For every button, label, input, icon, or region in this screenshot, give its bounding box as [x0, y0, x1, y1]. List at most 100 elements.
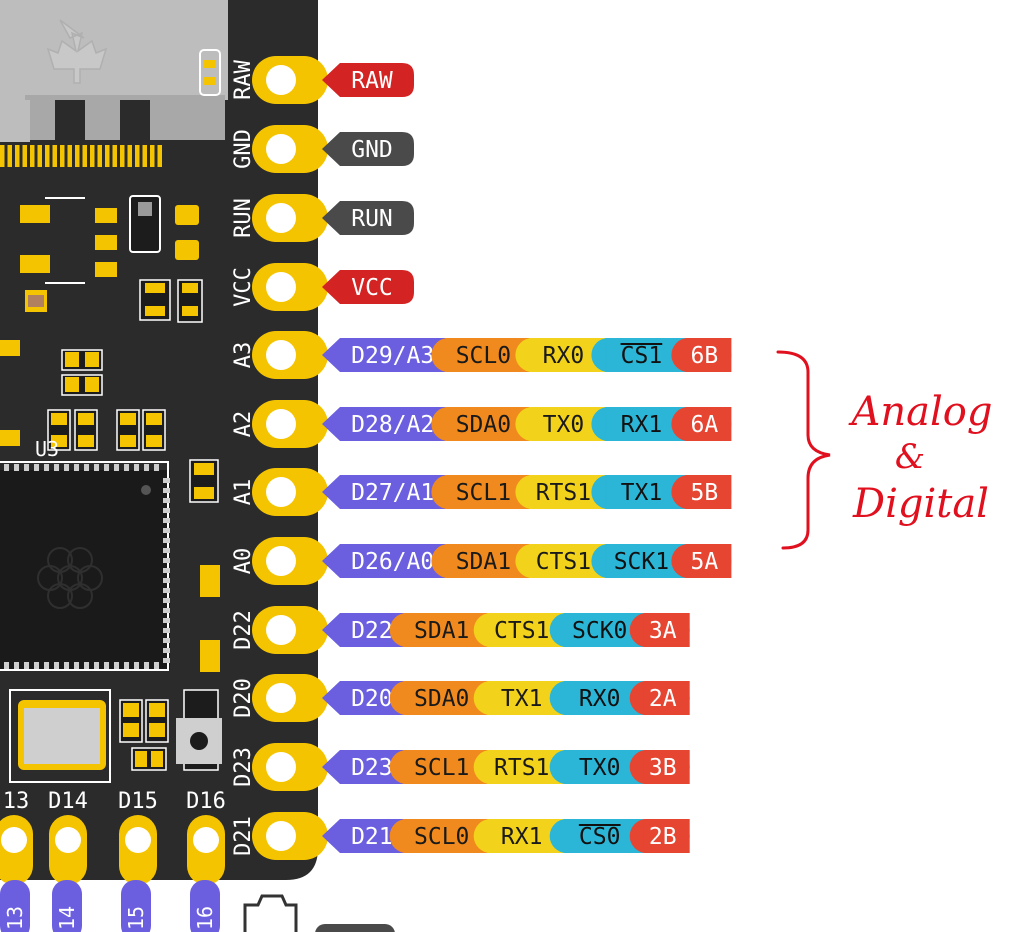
signal-i2c-segment: SCL0 [431, 338, 530, 372]
signal-digital-label: D27/A1 [351, 480, 434, 506]
signal-uart-segment: TX1 [473, 681, 564, 715]
signal-pwm-label: 3A [649, 618, 677, 644]
signal-pwm-label: 5A [691, 549, 719, 575]
side-pad [252, 743, 328, 791]
signal-spi-label: RX0 [579, 686, 621, 712]
signal-pwm-label: 6A [691, 412, 719, 438]
signal-uart-label: RTS1 [536, 480, 591, 506]
signal-i2c-label: SDA0 [456, 412, 511, 438]
side-pad [252, 400, 328, 448]
signal-uart-segment: RTS1 [515, 475, 606, 509]
signal-i2c-segment: SDA0 [431, 407, 530, 441]
signal-digital-label: D23 [351, 755, 393, 781]
signal-spi-label: RX1 [621, 412, 663, 438]
signal-spi-segment: TX0 [549, 750, 644, 784]
signal-pwm-label: 5B [691, 480, 719, 506]
signal-pwm-label: 3B [649, 755, 677, 781]
mcu-chip: U3 [0, 437, 170, 671]
signal-digital-label: D26/A0 [351, 549, 434, 575]
signal-i2c-label: SDA1 [414, 618, 469, 644]
signal-pwm-segment: 5A [671, 544, 732, 578]
bottom-pin-tag: 16 [193, 906, 217, 930]
side-pad [252, 606, 328, 654]
signal-i2c-segment: SCL0 [389, 819, 488, 853]
reset-button-icon [243, 894, 298, 932]
signal-spi-label: SCK0 [572, 618, 627, 644]
side-pin-label: A2 [231, 411, 256, 438]
signal-spi-segment: CS0 [549, 819, 644, 853]
bottom-gnd-tag [315, 924, 395, 932]
signal-pwm-label: 2B [649, 824, 677, 850]
signal-uart-label: RX0 [543, 343, 585, 369]
analog-digital-annotation: Analog & Digital [776, 350, 993, 550]
smd-components [0, 49, 222, 783]
signal-pwm-segment: 5B [671, 475, 732, 509]
signal-digital-segment: D23 [322, 750, 404, 784]
side-pin-label: A0 [231, 548, 256, 575]
side-pad [252, 812, 328, 860]
signal-digital-segment: D29/A3 [322, 338, 446, 372]
signal-i2c-segment: SDA1 [431, 544, 530, 578]
annotation-line-1: Analog [848, 389, 993, 435]
bottom-pin-tag: 14 [55, 906, 79, 930]
signal-pwm-segment: 3B [629, 750, 690, 784]
signal-uart-label: CTS1 [494, 618, 549, 644]
connector-teeth [0, 145, 162, 167]
power-pin-tag-label: GND [351, 137, 393, 163]
signal-i2c-label: SDA0 [414, 686, 469, 712]
side-pin-label: D21 [231, 816, 256, 856]
signal-i2c-label: SCL1 [456, 480, 511, 506]
signal-i2c-label: SCL1 [414, 755, 469, 781]
signal-spi-segment: SCK1 [591, 544, 686, 578]
bottom-pin-tag: 15 [124, 906, 148, 930]
signal-digital-label: D28/A2 [351, 412, 434, 438]
signal-i2c-label: SCL0 [456, 343, 511, 369]
signal-pwm-segment: 2B [629, 819, 690, 853]
side-pad [252, 194, 328, 242]
signal-uart-segment: CTS1 [515, 544, 606, 578]
side-pin-label: D23 [231, 747, 256, 787]
side-pin-label: A1 [231, 479, 256, 506]
side-pad [252, 56, 328, 104]
signal-spi-segment: RX0 [549, 681, 644, 715]
signal-pwm-segment: 6A [671, 407, 732, 441]
signal-digital-label: D21 [351, 824, 393, 850]
signal-digital-label: D29/A3 [351, 343, 434, 369]
signal-spi-segment: CS1 [591, 338, 686, 372]
power-pin-tag: RAW [322, 63, 414, 97]
annotation-line-3: Digital [852, 481, 989, 527]
signal-digital-segment: D22 [322, 613, 404, 647]
side-pin-label: GND [231, 129, 256, 169]
signal-spi-segment: TX1 [591, 475, 686, 509]
bottom-pin-tags: 13 14 15 16 [0, 880, 395, 932]
signal-pwm-label: 6B [691, 343, 719, 369]
signal-pin-row: D22 SDA1 CTS1 SCK0 3A [322, 613, 690, 647]
signal-digital-segment: D26/A0 [322, 544, 446, 578]
bottom-pin-label: D16 [186, 789, 226, 814]
side-pin-label: RUN [231, 198, 256, 238]
signal-spi-label: CS0 [579, 824, 621, 850]
usb-connector-icon [0, 0, 228, 142]
side-pad [252, 125, 328, 173]
signal-digital-segment: D27/A1 [322, 475, 446, 509]
signal-i2c-label: SCL0 [414, 824, 469, 850]
bottom-pin-tag: 13 [3, 906, 27, 930]
signal-i2c-segment: SDA0 [389, 681, 488, 715]
bottom-pin-label: 13 [3, 789, 30, 814]
signal-uart-segment: CTS1 [473, 613, 564, 647]
signal-i2c-segment: SDA1 [389, 613, 488, 647]
signal-pwm-segment: 2A [629, 681, 690, 715]
bottom-pin-label: D15 [118, 789, 158, 814]
signal-uart-label: TX1 [501, 686, 543, 712]
signal-uart-label: CTS1 [536, 549, 591, 575]
signal-i2c-segment: SCL1 [389, 750, 488, 784]
